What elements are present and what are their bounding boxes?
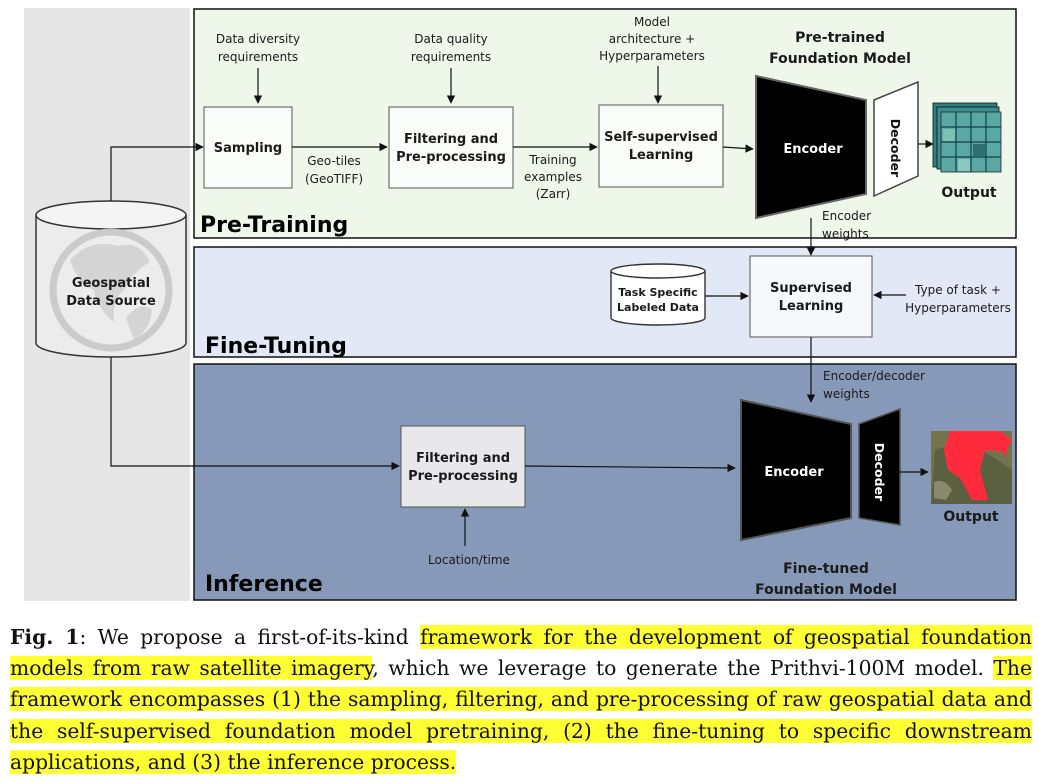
source-label-1: Geospatial: [72, 276, 150, 291]
inference-filtering-1: Filtering and: [416, 451, 510, 466]
req-quality-1: Data quality: [414, 32, 488, 46]
figure-caption: Fig. 1: We propose a first-of-its-kind f…: [10, 622, 1032, 778]
filtering-box: [388, 106, 514, 189]
training-examples-3: (Zarr): [536, 187, 571, 201]
supervised-label-1: Supervised: [770, 281, 852, 296]
location-time-label: Location/time: [428, 553, 510, 567]
finetuned-title-1: Fine-tuned: [783, 561, 869, 577]
finetuned-decoder-label: Decoder: [872, 443, 887, 502]
training-examples-1: Training: [528, 153, 576, 167]
finetuning-title: Fine-Tuning: [205, 334, 347, 359]
req-quality-2: requirements: [411, 50, 491, 64]
finetuned-decoder: [858, 407, 901, 526]
geotiles-label-2: (GeoTIFF): [305, 172, 363, 186]
req-model-1: Model: [634, 15, 670, 29]
sampling-box: [203, 106, 293, 189]
task-data-label-2: Labeled Data: [617, 301, 699, 314]
pretraining-title: Pre-Training: [200, 213, 348, 238]
pretrained-encoder: [755, 74, 867, 220]
framework-figure: Geospatial Data Source Pre-Training Data…: [24, 8, 1017, 601]
req-diversity-1: Data diversity: [216, 32, 300, 46]
inference-filtering-box: [400, 425, 526, 508]
source-to-inference-arrow: [110, 357, 400, 471]
task-type-1: Type of task +: [914, 283, 1001, 297]
pretrained-title-2: Foundation Model: [769, 51, 911, 67]
finetuned-encoder-label: Encoder: [764, 465, 824, 480]
source-to-sampling-arrow: [110, 142, 204, 201]
source-label-2: Data Source: [66, 294, 156, 309]
ssl-label-2: Learning: [629, 148, 694, 163]
req-model-2: architecture +: [609, 32, 695, 46]
inference-output-map-image: [931, 431, 1012, 504]
caption-text-2: , which we leverage to generate the Prit…: [372, 656, 994, 681]
req-model-3: Hyperparameters: [599, 49, 705, 63]
output-tiles-image: [932, 102, 1002, 173]
ssl-box: [598, 104, 724, 188]
finetuned-encoder: [740, 398, 852, 542]
pretrained-title-1: Pre-trained: [795, 30, 885, 46]
encoder-weights-1: Encoder: [822, 209, 871, 223]
supervised-label-2: Learning: [779, 299, 844, 314]
sampling-label: Sampling: [214, 141, 282, 156]
pretrained-decoder-label: Decoder: [888, 119, 903, 178]
geotiles-label-1: Geo-tiles: [307, 154, 361, 168]
pretrained-decoder: [873, 80, 919, 198]
inference-filtering-2: Pre-processing: [408, 469, 518, 484]
filtering-label-2: Pre-processing: [396, 150, 506, 165]
inference-title: Inference: [205, 572, 323, 597]
supervised-box: [749, 255, 873, 338]
geospatial-data-source: Geospatial Data Source: [35, 200, 187, 358]
filtering-label-1: Filtering and: [404, 132, 498, 147]
req-diversity-2: requirements: [218, 50, 298, 64]
task-data-label-1: Task Specific: [618, 286, 697, 299]
finetuning-panel: [193, 246, 1017, 358]
finetuned-title-2: Foundation Model: [755, 582, 897, 598]
pretrained-encoder-label: Encoder: [783, 142, 843, 157]
pretrained-output-label: Output: [941, 185, 997, 201]
ssl-label-1: Self-supervised: [604, 130, 718, 145]
caption-label: Fig. 1: [10, 625, 80, 649]
training-examples-2: examples: [524, 170, 582, 184]
globe-icon: [49, 228, 173, 352]
task-data-cylinder: [610, 263, 706, 326]
inference-output-label: Output: [943, 509, 999, 525]
encdec-weights-2: weights: [823, 387, 870, 401]
caption-text-1: : We propose a first-of-its-kind: [79, 625, 421, 649]
encoder-weights-2: weights: [822, 227, 869, 241]
encdec-weights-1: Encoder/decoder: [823, 369, 925, 383]
task-type-2: Hyperparameters: [905, 301, 1011, 315]
